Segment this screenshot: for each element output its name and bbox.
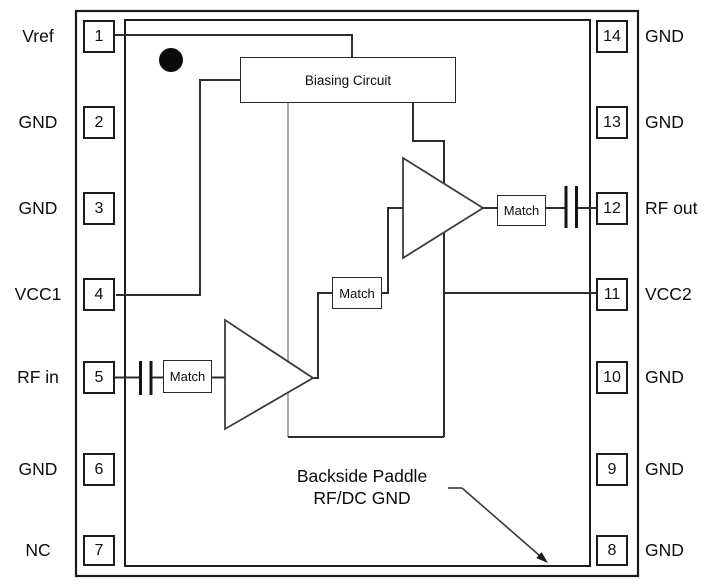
bias-wire-amp2 xyxy=(412,102,445,437)
pin-label-gnd-3: GND xyxy=(18,198,58,218)
pin-box-4: 4 xyxy=(83,278,115,311)
backside-paddle-line1: Backside Paddle xyxy=(296,466,428,486)
pin-box-9: 9 xyxy=(596,453,628,486)
pin-box-11: 11 xyxy=(596,278,628,311)
pin-box-14: 14 xyxy=(596,20,628,53)
pin-label-nc: NC xyxy=(25,540,51,560)
pin-label-gnd-9: GND xyxy=(645,459,684,479)
pin-label-gnd-2: GND xyxy=(18,112,58,132)
pin-label-gnd-13: GND xyxy=(645,112,684,132)
interstage-match-block: Match xyxy=(332,277,382,309)
amp2-input-wire xyxy=(382,207,403,294)
amplifier-1-triangle xyxy=(224,318,315,431)
leader-arrowhead-icon xyxy=(536,552,548,563)
vcc1-wire xyxy=(116,79,240,296)
pin-box-13: 13 xyxy=(596,106,628,139)
package-outline xyxy=(74,9,640,578)
amplifier-2-triangle xyxy=(402,156,485,260)
pin-box-1: 1 xyxy=(83,20,115,53)
pin-box-10: 10 xyxy=(596,361,628,394)
pin-label-vcc1: VCC1 xyxy=(14,284,62,304)
pin-box-12: 12 xyxy=(596,192,628,225)
pin-box-6: 6 xyxy=(83,453,115,486)
leader-line-diagonal xyxy=(461,487,541,557)
pin-box-2: 2 xyxy=(83,106,115,139)
pin-label-vcc2: VCC2 xyxy=(645,284,692,304)
output-match-block: Match xyxy=(497,195,546,226)
backside-paddle-annotation: Backside Paddle RF/DC GND xyxy=(272,466,452,509)
amp1-output-wire xyxy=(312,292,332,379)
vref-wire xyxy=(115,34,353,58)
pin-label-rfout: RF out xyxy=(645,198,698,218)
pin-box-8: 8 xyxy=(596,535,628,566)
pin-box-3: 3 xyxy=(83,192,115,225)
pin-label-gnd-14: GND xyxy=(645,26,684,46)
pin-box-7: 7 xyxy=(83,535,115,566)
pin-label-rfin: RF in xyxy=(17,367,59,387)
input-match-block: Match xyxy=(163,360,212,393)
pin-label-gnd-10: GND xyxy=(645,367,684,387)
pin-label-gnd-6: GND xyxy=(18,459,58,479)
backside-paddle-line2: RF/DC GND xyxy=(313,487,411,508)
biasing-circuit-block: Biasing Circuit xyxy=(240,57,456,103)
pin-label-vref: Vref xyxy=(22,26,54,46)
pin1-index-dot xyxy=(159,48,183,72)
pin-label-gnd-8: GND xyxy=(645,540,684,560)
pin-box-5: 5 xyxy=(83,361,115,394)
